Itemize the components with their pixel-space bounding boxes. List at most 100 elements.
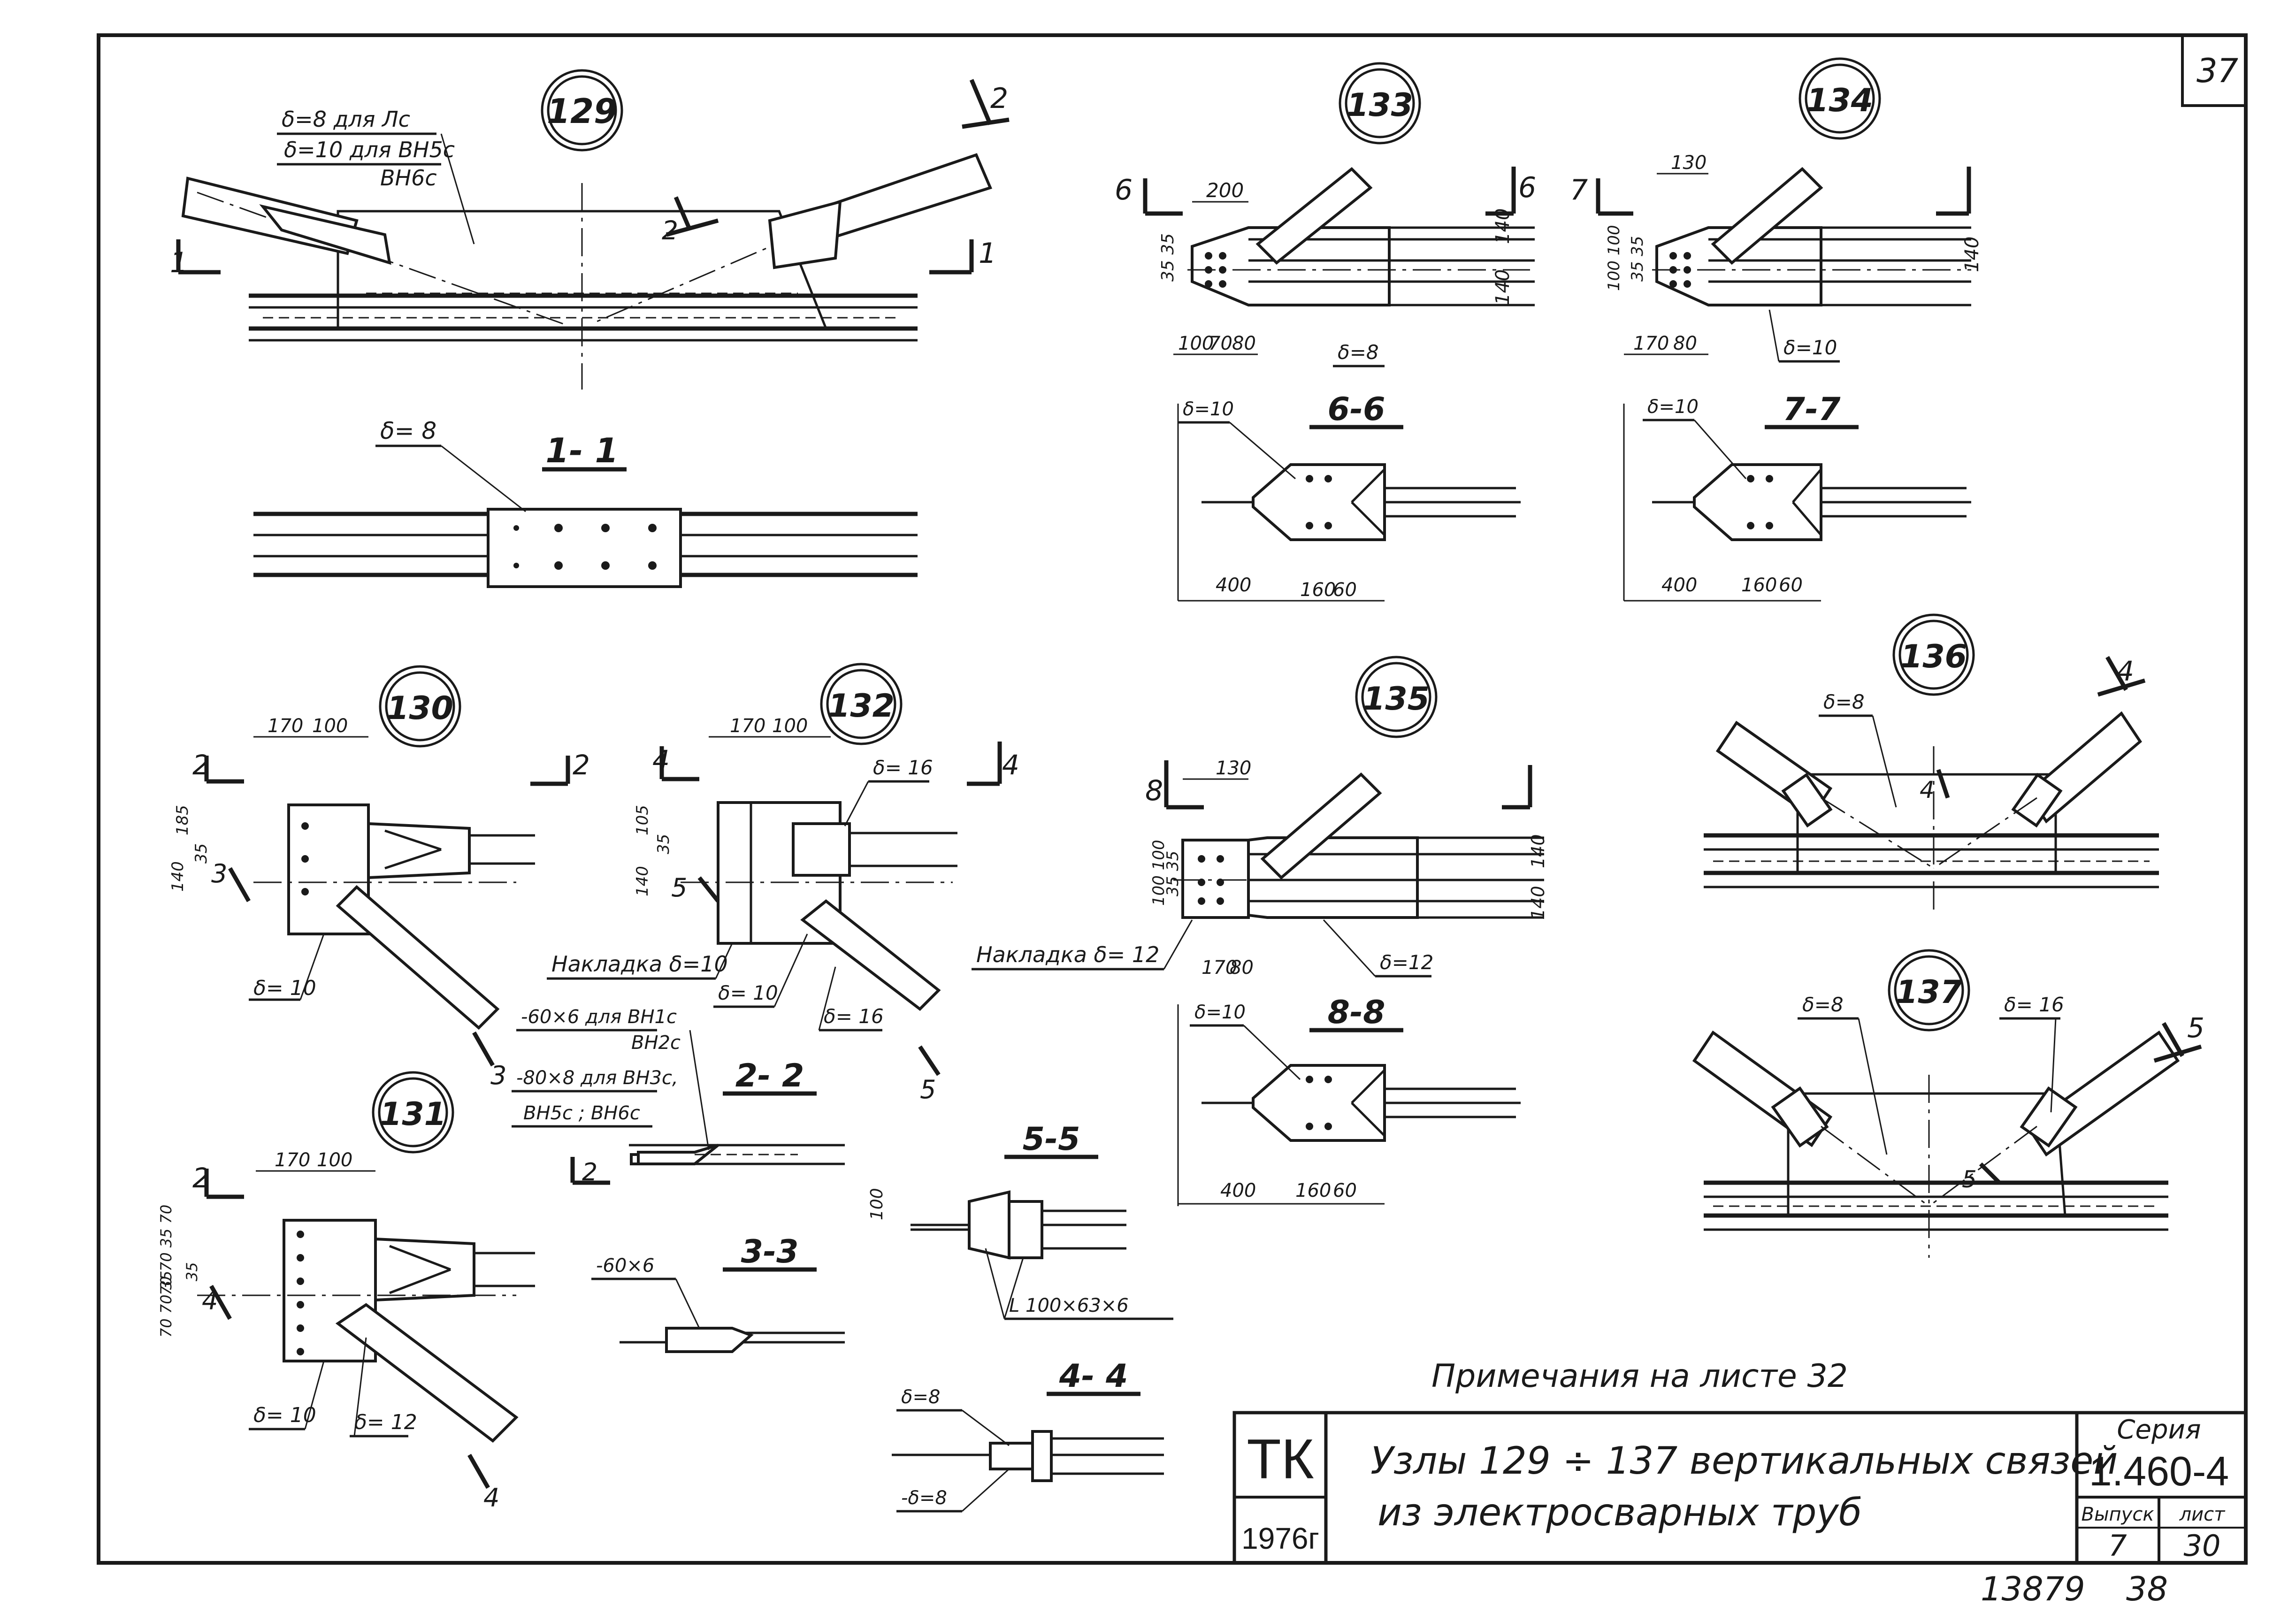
label-d10-134: δ=10: [1783, 336, 1837, 359]
dim-170-130: 170: [268, 715, 303, 737]
corner-number-box: [2181, 34, 2247, 107]
issue-label: Выпуск: [2082, 1504, 2154, 1525]
dim-80-133: 80: [1232, 333, 1256, 354]
cut-mark-4-131-low: 4: [483, 1483, 499, 1513]
section-1-1: 1- 1 δ= 8: [253, 417, 918, 588]
dim-140a-133: 140: [1492, 208, 1514, 244]
label-m60x6: -60×6: [596, 1255, 654, 1277]
node-135-detail: 135 8 130 100 100 35 35 170 80 140 140 Н…: [972, 656, 1548, 979]
node-137-detail: 137 5 5 δ=8 δ= 16: [1692, 949, 2204, 1258]
label-m60x6-vn1c: -60×6 для ВН1с: [521, 1006, 677, 1028]
section-8-8: 8-8 δ=10 400 160 60: [1177, 994, 1521, 1206]
sheet-number: 30: [2184, 1529, 2221, 1563]
label-angle: L 100×63×6: [1009, 1295, 1129, 1316]
dim-100-133: 100: [1178, 333, 1214, 354]
node-136-detail: 136 4 4 δ=8: [1704, 613, 2159, 910]
label-d10-130: δ= 10: [253, 976, 316, 1000]
notes-reference: Примечания на листе 32: [1431, 1358, 1848, 1395]
dim-35-35-133: 35 35: [1158, 233, 1178, 282]
cut-mark-2-22: 2: [582, 1158, 597, 1186]
node-137-label: 137: [1896, 974, 1963, 1011]
label-d10-77: δ=10: [1647, 396, 1699, 418]
dim-170-131: 170: [275, 1149, 310, 1171]
cut-mark-4-132-right: 4: [1002, 749, 1019, 781]
label-d8-136: δ=8: [1823, 690, 1865, 713]
section-5-5-label: 5-5: [1023, 1121, 1080, 1158]
node-133-label: 133: [1347, 87, 1413, 124]
dim-100-55: 100: [867, 1188, 887, 1220]
node-130-detail: 130 2 2 3 3 170 100 185 35 140 δ= 10: [168, 665, 590, 1090]
label-vn5c-vn6c: ВН5с ; ВН6с: [523, 1102, 640, 1124]
label-m80x8-vn3c: -80×8 для ВН3с,: [516, 1067, 678, 1089]
dim-60-88: 60: [1333, 1180, 1357, 1201]
dim-35-130: 35: [192, 843, 211, 864]
label-d8-137: δ=8: [1802, 993, 1844, 1016]
dim-140-134: 140: [1961, 237, 1983, 272]
corner-number: 37: [2197, 52, 2238, 90]
dim-35-35-134: 35 35: [1628, 236, 1647, 282]
dim-400-66: 400: [1216, 574, 1251, 596]
cut-mark-8-left: 8: [1145, 774, 1163, 807]
section-3-3: 3-3 -60×6: [591, 1233, 845, 1353]
cut-mark-1-left: 1: [170, 246, 188, 279]
cut-mark-2-top: 2: [990, 82, 1008, 115]
label-d10-66: δ=10: [1183, 398, 1234, 420]
label-d8-44: δ=8: [901, 1386, 940, 1408]
dim-35-35-135: 35 35: [1163, 851, 1182, 896]
sheet-frame: [97, 33, 2248, 1565]
dim-400-88: 400: [1220, 1180, 1256, 1201]
label-md8-44: -δ=8: [901, 1487, 947, 1509]
label-d12-131: δ= 12: [354, 1410, 417, 1434]
dim-400-77: 400: [1661, 574, 1697, 596]
label-vn2c: ВН2с: [631, 1032, 681, 1054]
node-132-label: 132: [828, 688, 895, 725]
dim-100-132: 100: [772, 715, 808, 737]
dim-160-66: 160: [1300, 579, 1336, 601]
dim-130-134: 130: [1671, 152, 1707, 174]
section-3-3-label: 3-3: [741, 1233, 799, 1270]
cut-mark-1-right: 1: [979, 237, 996, 270]
dim-35-132: 35: [654, 834, 673, 854]
title-block: ТК 1976г Узлы 129 ÷ 137 вертикальных свя…: [1232, 1411, 2248, 1565]
section-7-7-label: 7-7: [1783, 391, 1841, 428]
title-year: 1976г: [1241, 1522, 1319, 1555]
node-131-label: 131: [380, 1096, 446, 1133]
dim-170-135: 170: [1202, 957, 1237, 979]
section-1-1-label: 1- 1: [545, 431, 618, 470]
node-129-label: 129: [547, 92, 617, 131]
section-5-5: 5-5 100 L 100×63×6: [867, 1121, 1173, 1320]
cut-mark-6-right: 6: [1518, 171, 1536, 204]
dim-70-70-35-70-131: 70 70 35 70: [157, 1205, 175, 1295]
cut-mark-5-137: 5: [2187, 1012, 2204, 1044]
dim-100-130: 100: [312, 715, 348, 737]
dim-100-131: 100: [317, 1149, 352, 1171]
section-7-7: 7-7 δ=10 400 160 60: [1623, 391, 1971, 602]
series-label: Серия: [2117, 1415, 2201, 1445]
cut-mark-4-136: 4: [2117, 655, 2134, 687]
dim-170-134: 170: [1633, 333, 1669, 354]
node-130-label: 130: [387, 690, 453, 727]
cut-mark-3-130-low: 3: [490, 1061, 506, 1090]
node-134-detail: 134 7 130 100 100 35 35 170 80 140 δ=10: [1570, 57, 1983, 363]
cut-mark-2-131: 2: [192, 1162, 210, 1194]
series-number: 1.460-4: [2089, 1448, 2229, 1494]
section-2-2-label: 2- 2: [735, 1057, 804, 1094]
dim-60-66: 60: [1333, 579, 1357, 601]
section-6-6-label: 6-6: [1328, 391, 1385, 428]
node-132-detail: 132 4 4 5 5 170 100 105 35 140 δ= 16 Нак…: [547, 663, 1019, 1104]
bottom-note: 13879: [1981, 1570, 2085, 1608]
label-nakl10: Накладка δ=10: [551, 951, 728, 977]
label-d10-vn5c: δ=10 для ВН5с: [284, 137, 455, 162]
cut-mark-4-131: 4: [202, 1286, 218, 1316]
node-129-detail: 129 1 1 2 2 δ=8 для Лс δ=10 для ВН5с: [170, 69, 1010, 390]
section-2-2: 2- 2 2 -60×6 для ВН1с ВН2с -80×8 для ВН3…: [512, 1006, 845, 1186]
label-vn6c: ВН6с: [380, 165, 437, 191]
cut-mark-3-130: 3: [211, 859, 227, 888]
cut-mark-6-left: 6: [1115, 174, 1133, 207]
dim-160-88: 160: [1295, 1180, 1331, 1201]
title-line-2: из электросварных труб: [1378, 1491, 1862, 1534]
label-d8-lc: δ=8 для Лс: [282, 107, 410, 132]
cut-mark-7-left: 7: [1570, 174, 1588, 207]
node-131-detail: 131 2 4 4 170 100 70 70 35 70 35 70 70 3…: [157, 1071, 535, 1513]
